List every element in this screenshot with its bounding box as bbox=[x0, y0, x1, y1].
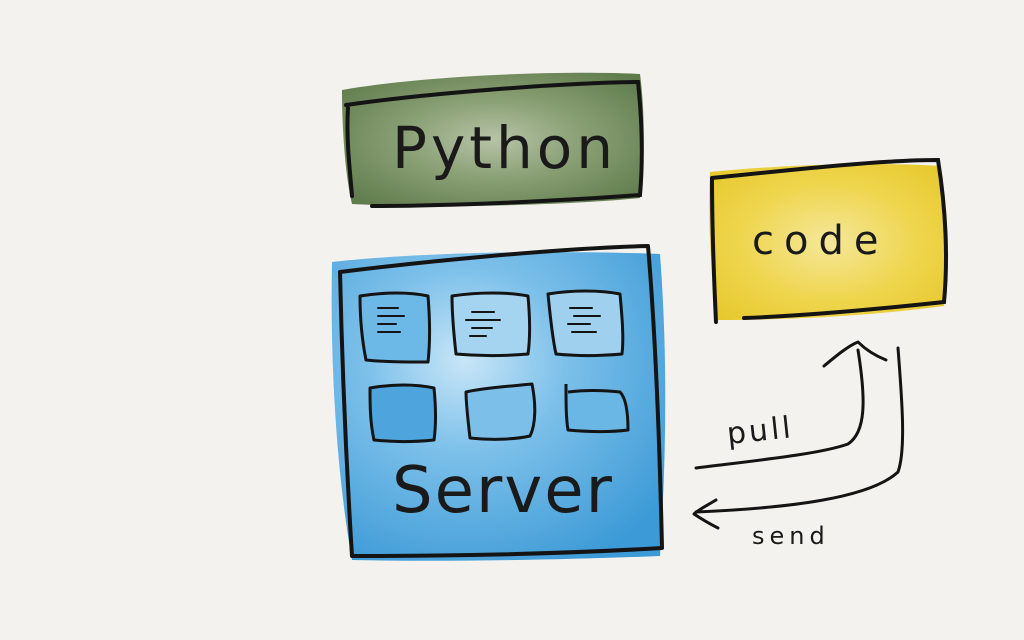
pull-arrow-line bbox=[694, 348, 865, 470]
send-arrow-line bbox=[694, 346, 905, 514]
server-tile-1 bbox=[358, 291, 431, 364]
pull-label: pull bbox=[725, 410, 795, 452]
pull-arrow: pull bbox=[694, 340, 888, 470]
python-box: Python bbox=[342, 72, 644, 208]
code-box-outline bbox=[710, 157, 948, 324]
python-box-outline bbox=[344, 79, 644, 208]
server-box: Server bbox=[331, 244, 666, 561]
server-tile-4 bbox=[368, 383, 437, 443]
server-tile-5 bbox=[464, 382, 537, 441]
code-box-fill bbox=[709, 164, 949, 320]
server-box-outline bbox=[338, 244, 664, 558]
code-box: code bbox=[709, 157, 949, 324]
python-label: Python bbox=[392, 114, 617, 182]
send-arrow: send bbox=[692, 346, 905, 550]
send-arrowhead bbox=[692, 498, 720, 530]
pull-arrowhead bbox=[822, 340, 888, 368]
server-tile-2 bbox=[450, 291, 531, 357]
server-tile-6 bbox=[564, 383, 630, 433]
code-label: code bbox=[752, 218, 888, 264]
python-box-fill bbox=[342, 72, 644, 206]
server-tile-3 bbox=[546, 289, 625, 357]
send-label: send bbox=[752, 522, 830, 550]
server-label: Server bbox=[392, 454, 614, 528]
